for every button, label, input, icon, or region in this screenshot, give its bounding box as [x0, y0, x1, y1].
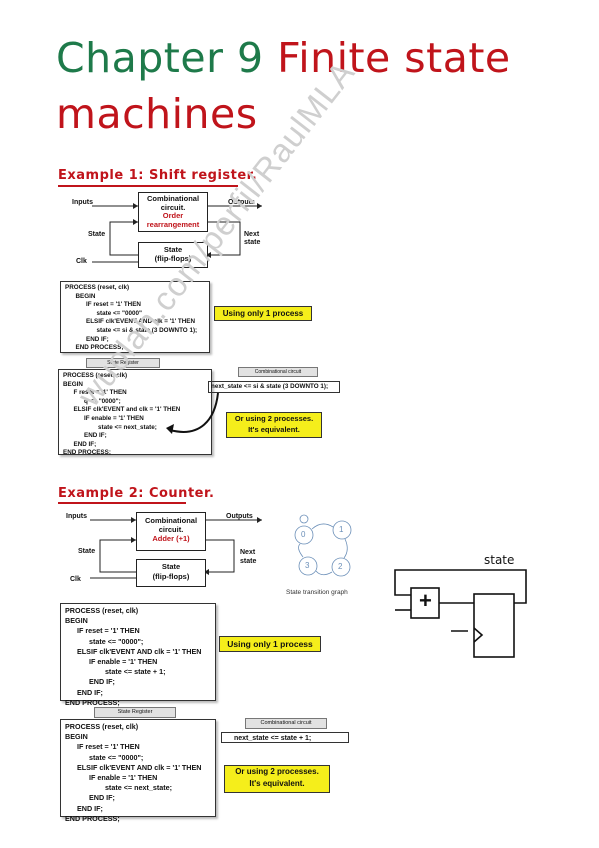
example2-combinational-box: Combinational circuit. Adder (+1) — [136, 512, 206, 551]
comb2-line1: Combinational — [144, 516, 198, 525]
example1-underline — [58, 185, 238, 187]
example1-state-box: State (flip-flops) — [138, 242, 208, 268]
graph-node-2: 2 — [338, 562, 343, 571]
title-chapter: Chapter 9 — [56, 34, 264, 82]
title-topic: Finite state machines — [56, 34, 511, 138]
state-label: State — [88, 231, 106, 238]
page-title: Chapter 9 Finite state machines — [56, 30, 576, 142]
sketch-state-label: state — [484, 553, 515, 567]
next-state-label: Next state — [244, 231, 261, 246]
graph-node-0: 0 — [301, 530, 306, 539]
example2-code-two-process: PROCESS (reset, clk) BEGIN IF reset = '1… — [60, 719, 216, 823]
example1-combinational-box: Combinational circuit. Order rearrangeme… — [138, 192, 208, 232]
outputs2-label: Outputs — [226, 513, 253, 520]
example2-note-one-process: Using only 1 process — [219, 636, 321, 652]
state2-label: State — [78, 548, 96, 555]
comb-line1: Combinational — [146, 194, 200, 203]
example1-heading: Example 1: Shift register. — [58, 168, 258, 183]
example1-next-state-code: next_state <= si & state (3 DOWNTO 1); — [208, 381, 340, 393]
example2-heading: Example 2: Counter. — [58, 486, 215, 501]
example1-code-one-process: PROCESS (reset, clk) BEGIN IF reset = '1… — [60, 281, 210, 353]
comb-red1: Order — [162, 211, 184, 220]
example2-code-one-process: PROCESS (reset, clk) BEGIN IF reset = '1… — [60, 603, 216, 707]
example1-code-two-process: PROCESS (reset, clk) BEGIN F reset = '1'… — [58, 369, 212, 456]
example1-state-register-tag: State Register — [86, 358, 160, 368]
graph-caption: State transition graph — [286, 589, 348, 596]
example1-comb-circuit-tag: Combinational circuit — [238, 367, 318, 377]
inputs2-label: Inputs — [66, 513, 87, 520]
example2-underline — [58, 502, 186, 504]
example1-note-one-process: Using only 1 process — [214, 306, 312, 321]
graph-node-3: 3 — [305, 561, 310, 570]
comb-red2: rearrangement — [146, 219, 200, 229]
example2-state-box: State (flip-flops) — [136, 559, 206, 587]
example1-note-two-process: Or using 2 processes. It's equivalent. — [226, 412, 322, 438]
outputs-label: Outputs — [228, 199, 255, 206]
clk2-label: Clk — [70, 576, 81, 583]
comb-line2: circuit. — [160, 202, 186, 212]
clk-label: Clk — [76, 258, 87, 265]
example2-comb-circuit-tag: Combinational circuit — [245, 718, 327, 729]
sketch-plus: + — [419, 588, 432, 613]
example2-state-register-tag: State Register — [94, 707, 176, 718]
inputs-label: Inputs — [72, 199, 93, 206]
example2-next-state-code: next_state <= state + 1; — [221, 732, 349, 743]
example2-note-two-process: Or using 2 processes. It's equivalent. — [224, 765, 330, 793]
comb2-red: Adder (+1) — [152, 534, 190, 543]
comb2-line2: circuit. — [158, 525, 184, 534]
next-state2-label: Next state — [240, 549, 257, 565]
graph-node-1: 1 — [339, 525, 344, 534]
